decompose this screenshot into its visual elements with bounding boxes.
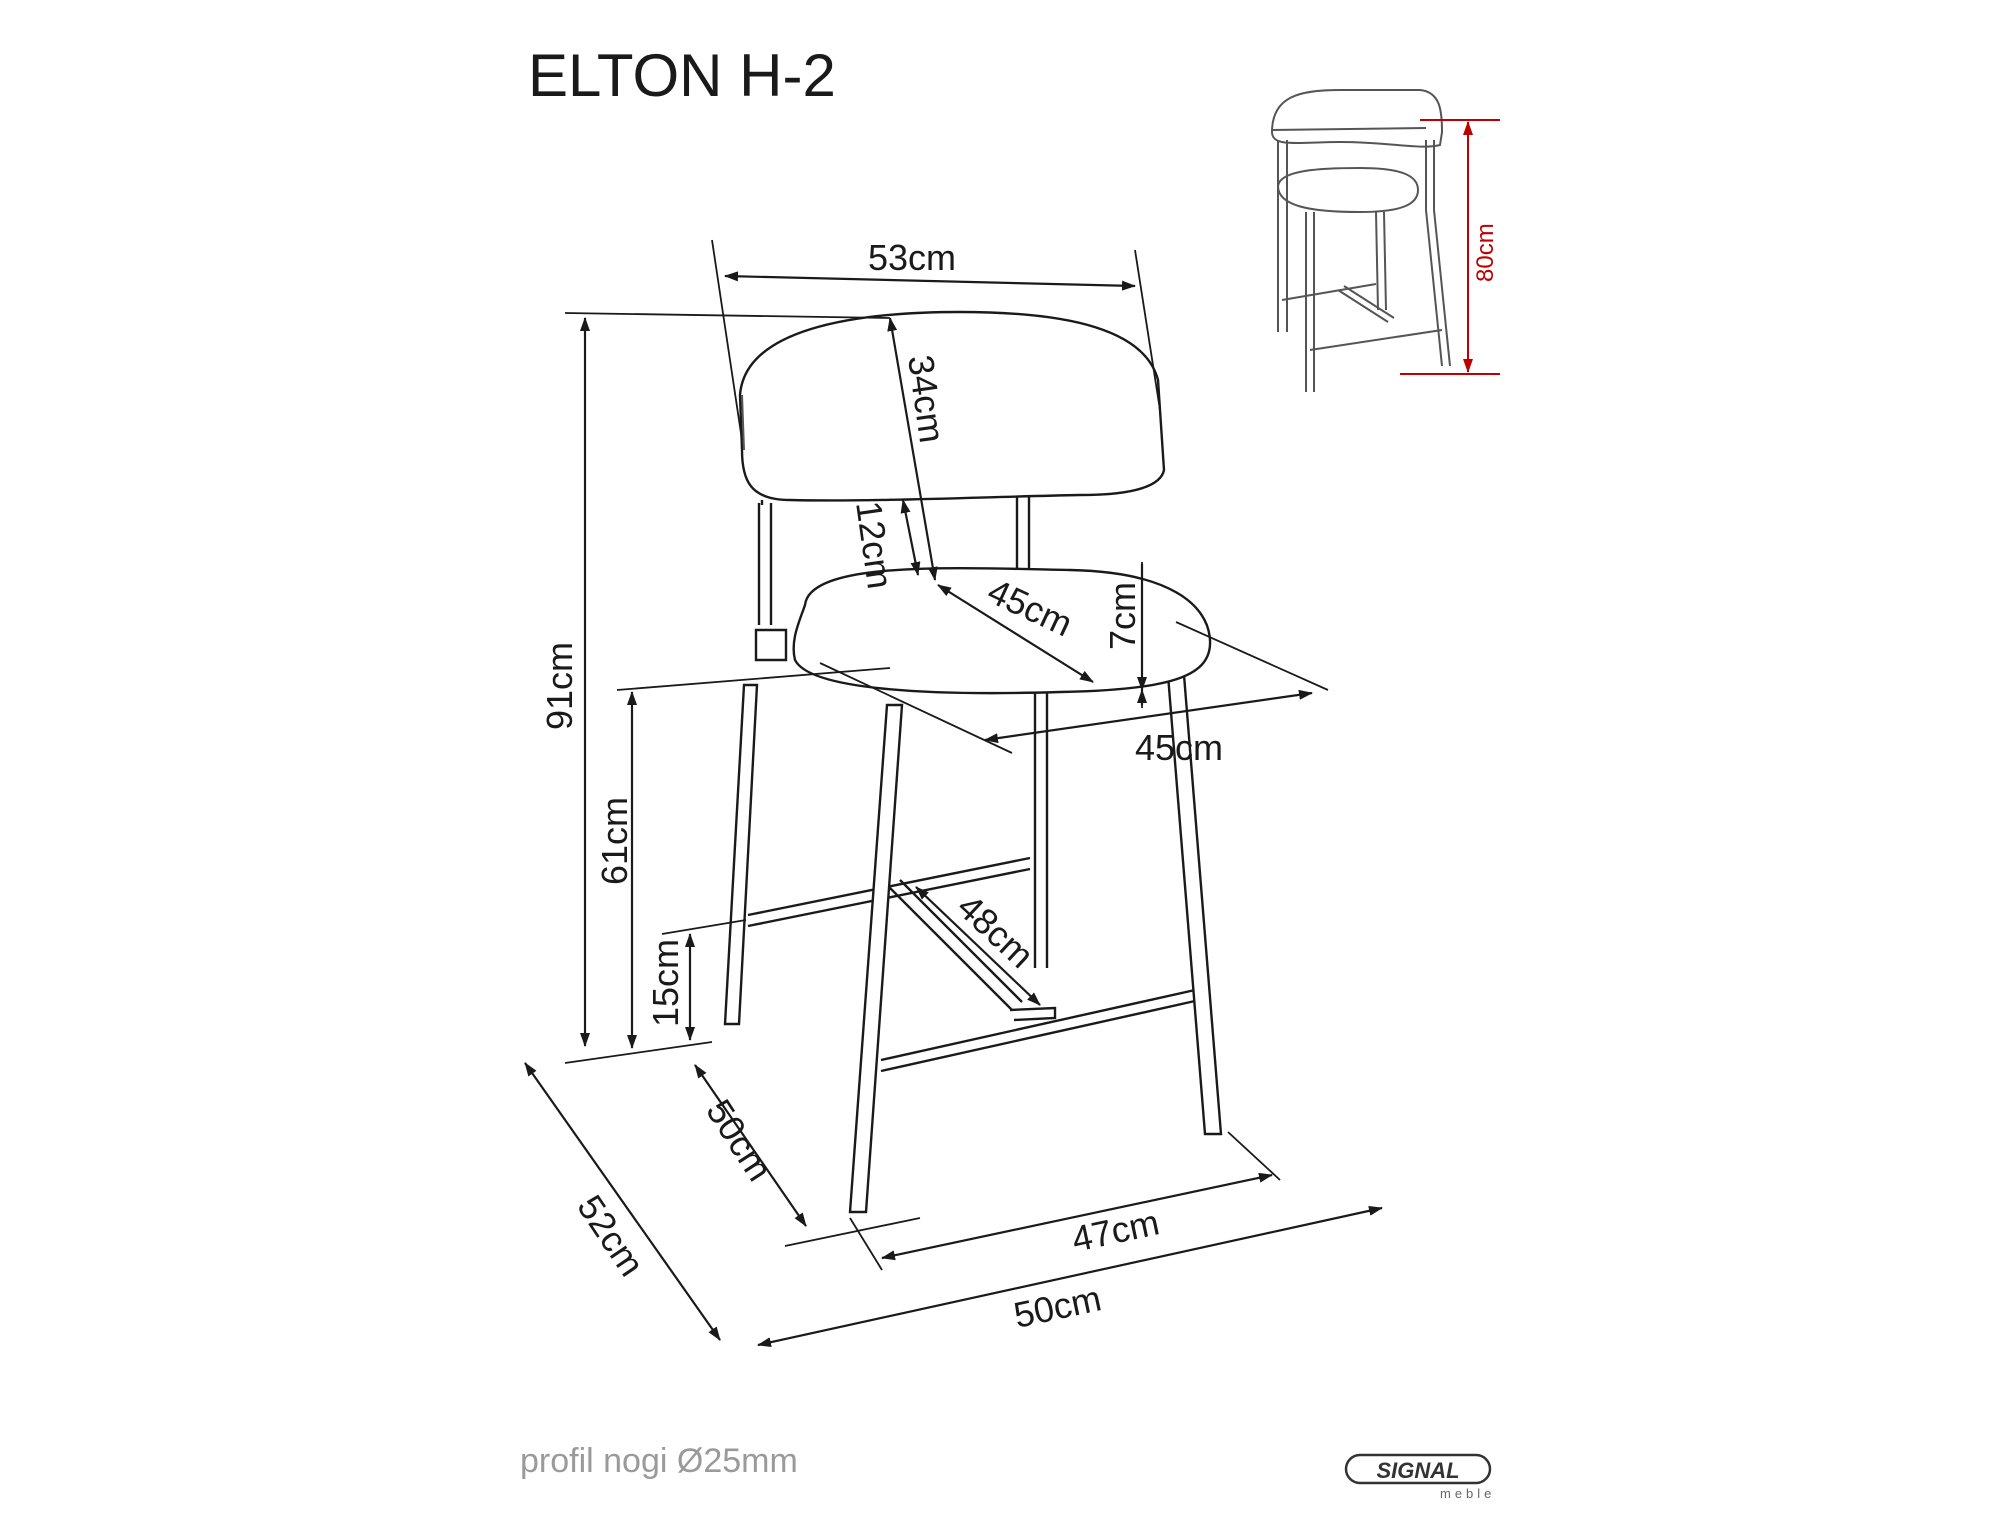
dim-backrest-width: 53cm bbox=[868, 237, 956, 278]
dim-base-width-inner: 47cm bbox=[1068, 1201, 1163, 1259]
inset-height-label: 80cm bbox=[1472, 223, 1499, 282]
dim-seat-thickness: 7cm bbox=[1102, 582, 1143, 650]
brand-name: SIGNAL bbox=[1376, 1458, 1459, 1483]
dim-footrest-height: 15cm bbox=[645, 939, 686, 1027]
leg-profile-note: profil nogi Ø25mm bbox=[520, 1442, 798, 1480]
inset-chair-drawing bbox=[1270, 89, 1451, 392]
dim-seat-width: 45cm bbox=[1135, 727, 1223, 768]
dim-total-height: 91cm bbox=[539, 642, 580, 730]
product-title: ELTON H-2 bbox=[528, 42, 836, 109]
signal-logo: SIGNAL meble bbox=[1344, 1453, 1495, 1501]
inset-height-dimension bbox=[1400, 119, 1500, 375]
dim-base-depth-inner: 50cm bbox=[698, 1092, 780, 1188]
dim-seat-height: 61cm bbox=[594, 797, 635, 885]
dimension-lines bbox=[524, 239, 1383, 1348]
brand-sub: meble bbox=[1440, 1486, 1495, 1501]
dim-base-depth-outer: 52cm bbox=[569, 1188, 652, 1284]
